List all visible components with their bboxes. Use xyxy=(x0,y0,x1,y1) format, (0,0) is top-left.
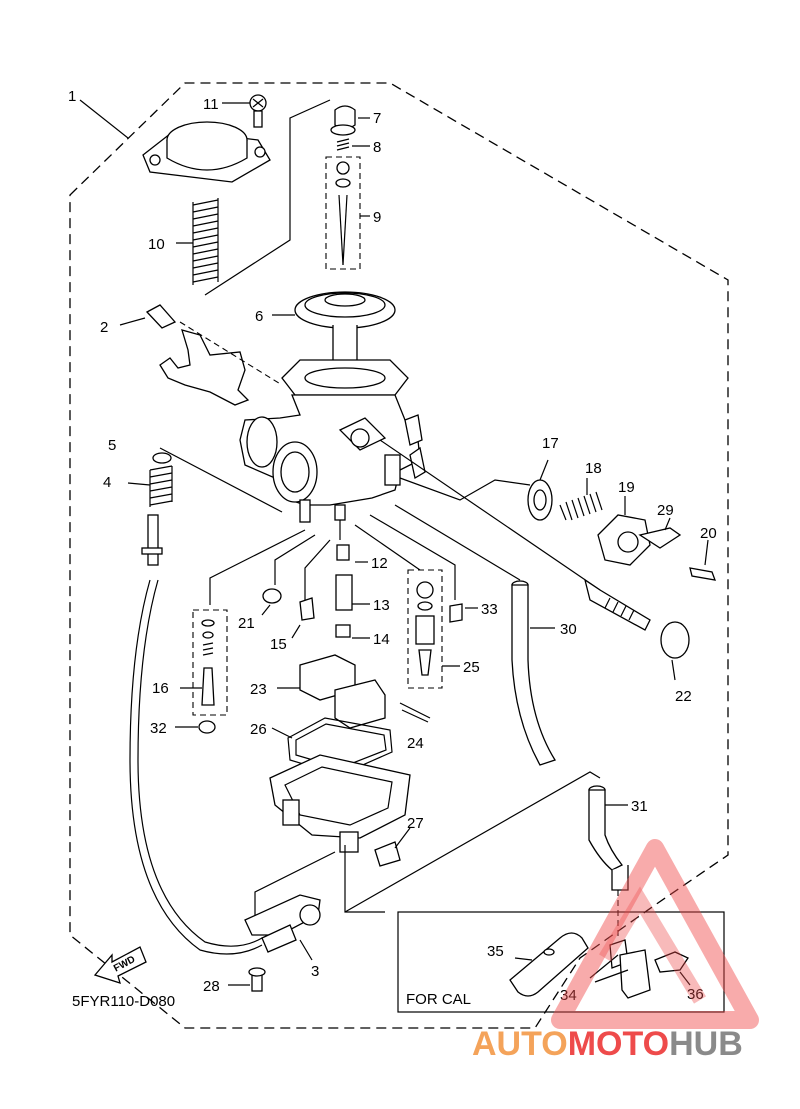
part-number-1: 1 xyxy=(68,88,76,105)
for-cal-box xyxy=(397,890,725,1013)
needle-group xyxy=(325,105,370,270)
part-number-9: 9 xyxy=(373,209,381,226)
part-number-5: 5 xyxy=(108,437,116,454)
float-valve-group xyxy=(407,569,478,689)
tube-and-knob xyxy=(511,578,690,766)
watermark-logo xyxy=(551,839,759,1029)
lever-and-screw xyxy=(228,894,321,992)
watermark-text: AUTOMOTOHUB xyxy=(472,1025,743,1063)
part-number-34: 34 xyxy=(560,987,577,1004)
watermark-auto: AUTO xyxy=(472,1025,568,1063)
part-number-28: 28 xyxy=(203,978,220,995)
part-number-23: 23 xyxy=(250,681,267,698)
part-number-32: 32 xyxy=(150,720,167,737)
part-number-11: 11 xyxy=(203,96,219,113)
part-number-16: 16 xyxy=(152,680,169,697)
part-number-36: 36 xyxy=(687,986,704,1003)
part-number-27: 27 xyxy=(407,815,424,832)
part-number-22: 22 xyxy=(675,688,692,705)
fwd-arrow: FWD xyxy=(93,946,147,984)
part-number-19: 19 xyxy=(618,479,635,496)
part-number-26: 26 xyxy=(250,721,267,738)
part-number-25: 25 xyxy=(463,659,480,676)
part-number-7: 7 xyxy=(373,110,381,127)
part-number-29: 29 xyxy=(657,502,674,519)
part-number-3: 3 xyxy=(311,963,319,980)
carb-top-cover xyxy=(142,121,271,183)
watermark-hub: HUB xyxy=(669,1025,743,1063)
part-number-15: 15 xyxy=(270,636,287,653)
part-number-18: 18 xyxy=(585,460,602,477)
float-23 xyxy=(277,654,431,729)
part-number-20: 20 xyxy=(700,525,717,542)
part-number-21: 21 xyxy=(238,615,255,632)
assembly-boundary xyxy=(69,82,729,1029)
spring-10 xyxy=(176,198,219,285)
watermark-moto: MOTO xyxy=(568,1025,669,1063)
watermark-triangle xyxy=(551,839,759,1029)
part-number-14: 14 xyxy=(373,631,390,648)
for-cal-label: FOR CAL xyxy=(406,991,471,1008)
part-labels: 1234567891011121314151617181920212223242… xyxy=(68,88,717,1004)
tube-31 xyxy=(344,771,629,913)
bracket-assembly xyxy=(119,304,283,406)
screw-11 xyxy=(222,94,267,128)
part-number-10: 10 xyxy=(148,236,165,253)
part-number-4: 4 xyxy=(103,474,111,491)
part-number-12: 12 xyxy=(371,555,388,572)
part-number-35: 35 xyxy=(487,943,504,960)
part-number-2: 2 xyxy=(100,319,108,336)
part-number-24: 24 xyxy=(407,735,424,752)
choke-parts xyxy=(527,459,717,581)
carburetor-body xyxy=(239,359,426,523)
jet-parts xyxy=(175,544,370,734)
part-number-30: 30 xyxy=(560,621,577,638)
float-bowl xyxy=(269,717,411,867)
diagram-code: 5FYR110-D080 xyxy=(72,993,175,1010)
part-number-13: 13 xyxy=(373,597,390,614)
part-number-17: 17 xyxy=(542,435,559,452)
throttle-cable xyxy=(127,452,263,955)
part-number-6: 6 xyxy=(255,308,263,325)
part-number-31: 31 xyxy=(631,798,648,815)
part-number-8: 8 xyxy=(373,139,381,156)
part-number-33: 33 xyxy=(481,601,498,618)
